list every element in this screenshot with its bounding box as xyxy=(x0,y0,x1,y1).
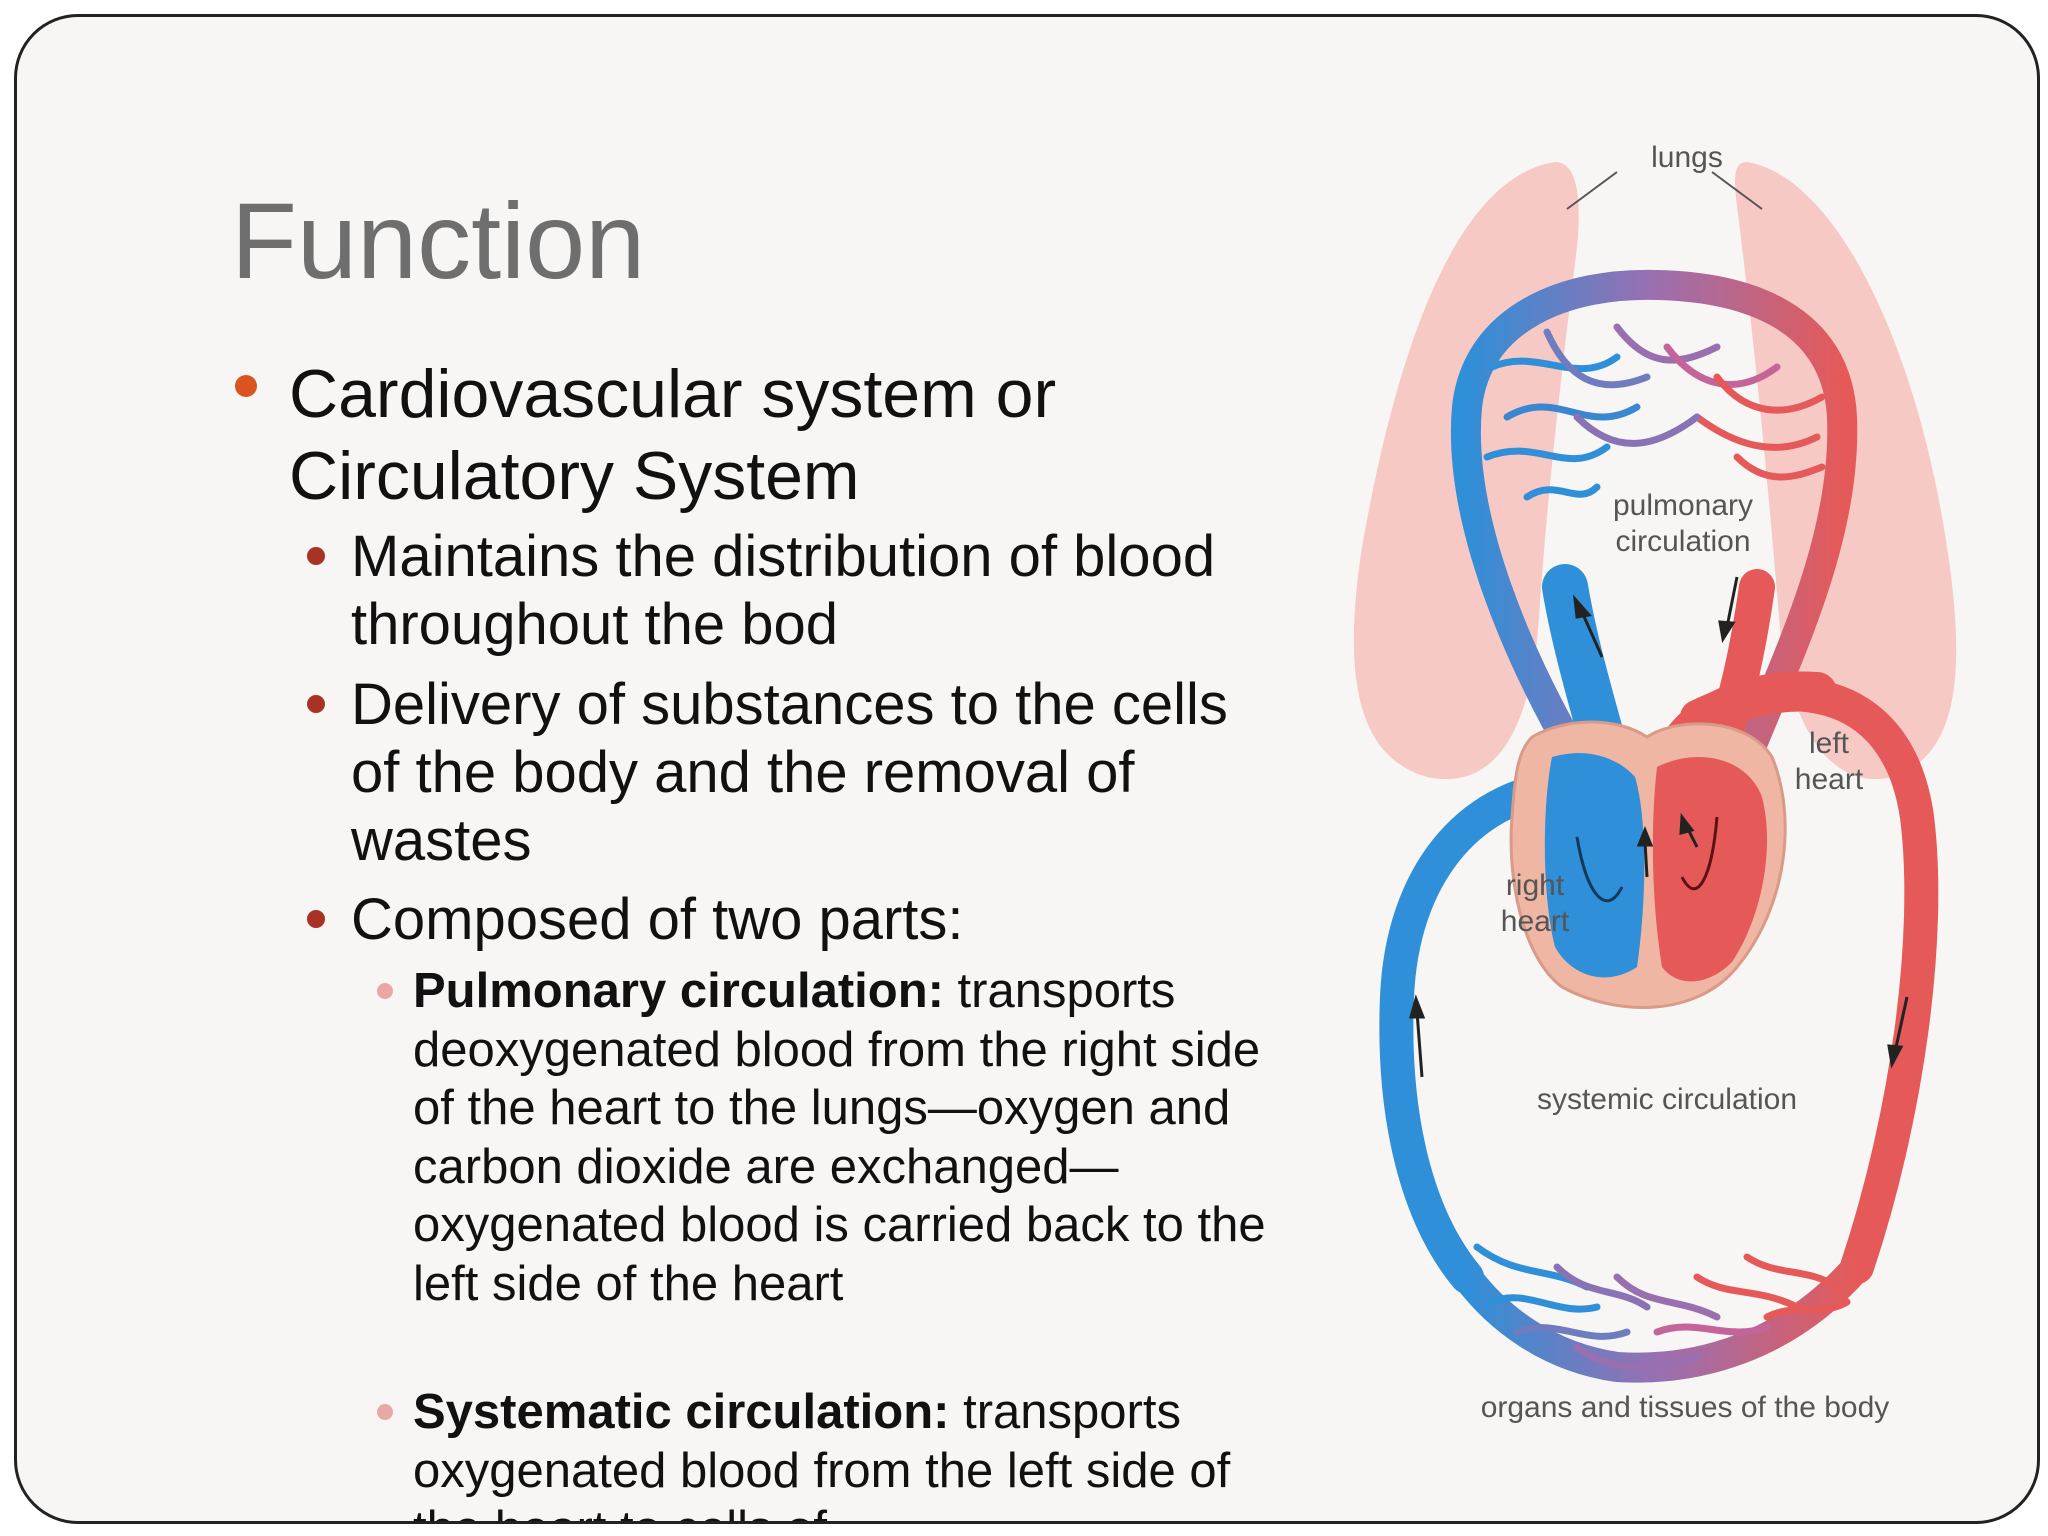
part-text: transports oxygenated blood from the lef… xyxy=(413,1385,1231,1521)
label-systemic: systemic circulation xyxy=(1537,1083,1797,1116)
sub-bullet-composed: Composed of two parts: xyxy=(351,887,964,952)
lungs-leader-right xyxy=(1711,171,1763,210)
heart-flow-left xyxy=(1575,836,1624,903)
bullet-dot xyxy=(307,695,325,713)
label-right-heart-2: heart xyxy=(1501,905,1570,938)
systemic-vein xyxy=(1379,770,1579,1294)
part-pulmonary: Pulmonary circulation: transports deoxyg… xyxy=(413,962,1293,1313)
circulation-diagram: lungs pulmonary circulation left heart r… xyxy=(1317,117,2037,1477)
label-lungs: lungs xyxy=(1651,141,1723,174)
lungs-leader-left xyxy=(1566,171,1618,210)
slide-title: Function xyxy=(231,180,646,301)
part-term: Pulmonary circulation: xyxy=(413,964,944,1018)
label-left-heart-1: left xyxy=(1809,727,1850,760)
left-ventricle xyxy=(1652,757,1768,982)
bullet-dot xyxy=(377,983,393,999)
systemic-capillaries xyxy=(1452,1243,1872,1383)
pulmonary-capillaries xyxy=(1483,323,1826,501)
label-pulmonary-1: pulmonary xyxy=(1613,489,1753,522)
bullet-dot xyxy=(307,547,325,565)
label-pulmonary-2: circulation xyxy=(1615,525,1750,558)
circulation-illustration: lungs pulmonary circulation left heart r… xyxy=(1353,141,1957,1424)
part-systematic: Systematic circulation: transports oxyge… xyxy=(413,1383,1293,1521)
label-left-heart-2: heart xyxy=(1795,763,1864,796)
bullet-main: Cardiovascular system or Circulatory Sys… xyxy=(289,356,1057,514)
sub-bullet-delivery: Delivery of substances to the cells of t… xyxy=(351,672,1228,873)
bullet-dot xyxy=(235,375,257,397)
label-right-heart-1: right xyxy=(1506,869,1565,902)
bullet-dot xyxy=(377,1404,393,1420)
flow-arrows xyxy=(1409,576,1909,1078)
pulmonary-loop xyxy=(1451,269,1858,782)
slide: Function Cardiovascular system or Circul… xyxy=(14,14,2040,1524)
bullet-list: Cardiovascular system or Circulatory Sys… xyxy=(17,17,1307,1521)
part-text: transports deoxygenated blood from the r… xyxy=(413,964,1266,1311)
part-term: Systematic circulation: xyxy=(413,1385,950,1439)
heart-flow-right xyxy=(1680,816,1719,891)
right-ventricle xyxy=(1544,753,1645,978)
label-organs: organs and tissues of the body xyxy=(1481,1391,1890,1424)
sub-bullet-distribution: Maintains the distribution of blood thro… xyxy=(351,524,1216,657)
bullet-dot xyxy=(307,910,325,928)
